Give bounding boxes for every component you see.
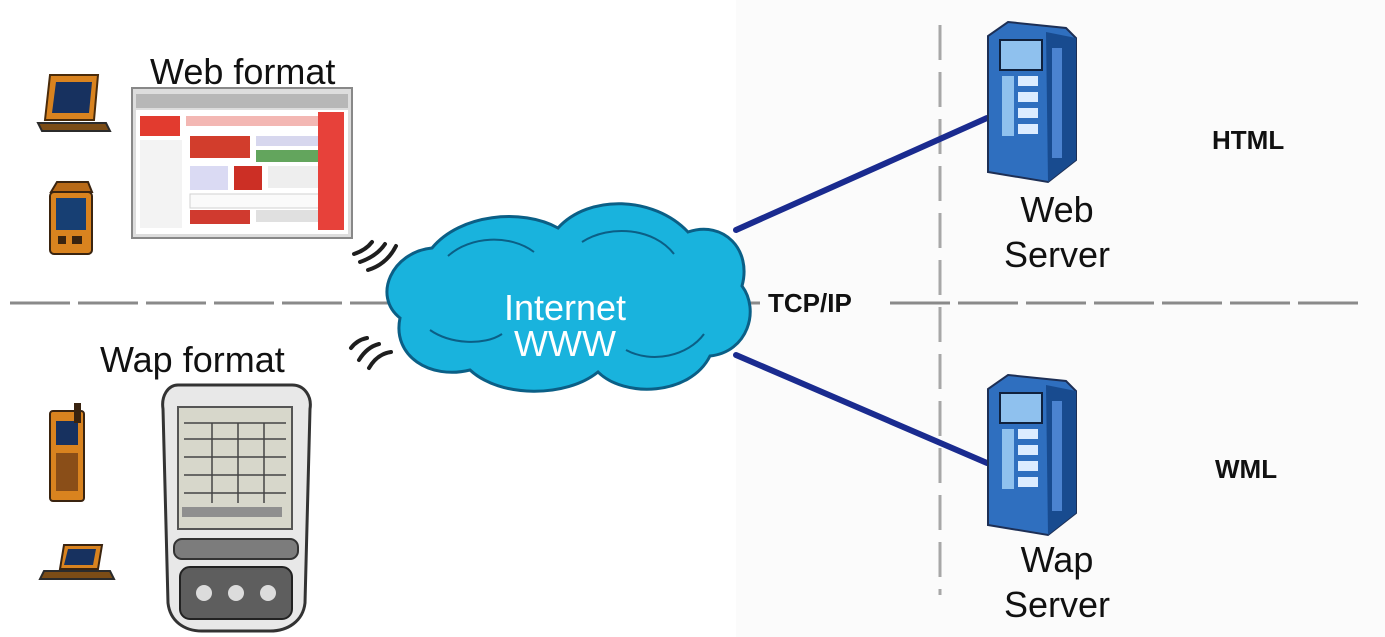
mobile-phone-icon xyxy=(49,403,85,502)
web-browser-screenshot xyxy=(131,87,353,239)
cloud-label-line-2: WWW xyxy=(514,323,616,364)
wml-label: WML xyxy=(1215,454,1278,484)
laptop-icon xyxy=(36,74,112,132)
wap-server-link xyxy=(733,352,990,466)
wireless-signal-icon xyxy=(352,240,398,272)
cloud-label-line-1: Internet xyxy=(503,287,627,328)
internet-cloud xyxy=(385,202,752,393)
wap-format-label: Wap format xyxy=(100,339,285,380)
html-label: HTML xyxy=(1212,125,1285,155)
web-server-label-line-1: Web xyxy=(1020,189,1094,230)
pda-icon xyxy=(49,181,94,255)
protocol-label: TCP/IP xyxy=(768,288,852,318)
web-format-label: Web format xyxy=(150,51,336,92)
web-server-label-line-2: Server xyxy=(1003,234,1111,275)
small-laptop-icon xyxy=(38,544,116,580)
wap-server-icon xyxy=(987,373,1077,537)
wireless-signal-icon-2 xyxy=(349,336,393,370)
web-server-link xyxy=(733,115,990,233)
wap-server-label-line-2: Server xyxy=(1003,584,1111,625)
wap-server-label-line-1: Wap xyxy=(1020,539,1094,580)
wap-phone-display xyxy=(161,383,312,633)
web-server-icon xyxy=(987,20,1077,184)
